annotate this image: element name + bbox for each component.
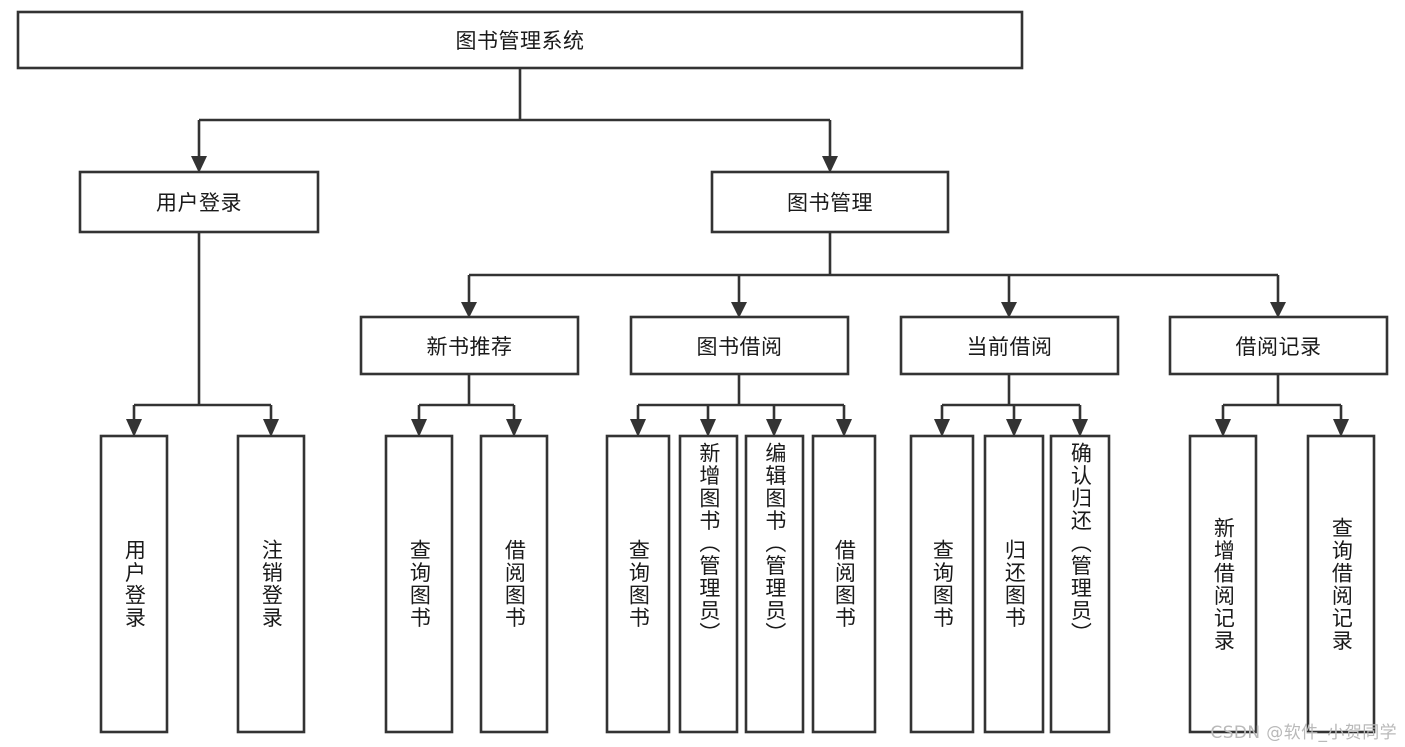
- connector-group-current-borrow-to-leaves: [934, 374, 1088, 437]
- arrowhead-leaf-query-borrow-record: [1333, 419, 1349, 437]
- connector-group-borrow-record-to-leaves: [1215, 374, 1349, 437]
- node-box-current-borrow[interactable]: [899, 315, 1120, 376]
- watermark-text: CSDN @软件_小贺同学: [1210, 723, 1397, 743]
- node-box-leaf-borrow-book-2[interactable]: [811, 434, 877, 734]
- arrowhead-leaf-edit-book: [766, 419, 782, 437]
- arrowhead-book-borrow: [731, 302, 747, 318]
- arrowhead-borrow-record: [1270, 302, 1286, 318]
- arrowhead-leaf-logout: [263, 419, 279, 437]
- node-box-leaf-logout[interactable]: [236, 434, 306, 734]
- node-box-leaf-return-book[interactable]: [983, 434, 1045, 734]
- arrowhead-leaf-add-borrow-record: [1215, 419, 1231, 437]
- node-box-leaf-borrow-book-1[interactable]: [479, 434, 549, 734]
- node-box-new-book-recommend[interactable]: [359, 315, 580, 376]
- node-box-borrow-record[interactable]: [1168, 315, 1389, 376]
- node-box-leaf-query-borrow-record[interactable]: [1306, 434, 1376, 734]
- connector-group-user-login-to-leaves: [126, 232, 279, 437]
- arrowhead-user-login: [191, 156, 207, 173]
- node-box-leaf-add-book[interactable]: [678, 434, 739, 734]
- arrowhead-leaf-query-book-3: [934, 419, 950, 437]
- node-box-user-login[interactable]: [78, 170, 320, 234]
- node-box-leaf-user-login[interactable]: [99, 434, 169, 734]
- connector-group-book-manage-to-level3: [461, 232, 1286, 318]
- connector-group-root-to-level2: [191, 68, 838, 173]
- node-box-book-borrow[interactable]: [629, 315, 850, 376]
- node-box-book-manage[interactable]: [710, 170, 950, 234]
- arrowhead-leaf-borrow-book-1: [506, 419, 522, 437]
- node-box-root[interactable]: [16, 10, 1024, 70]
- node-box-leaf-query-book-1[interactable]: [384, 434, 454, 734]
- arrowhead-current-borrow: [1001, 302, 1017, 318]
- connector-group-new-book-recommend-to-leaves: [411, 374, 522, 437]
- node-box-leaf-add-borrow-record[interactable]: [1188, 434, 1258, 734]
- node-box-leaf-edit-book[interactable]: [744, 434, 805, 734]
- arrowhead-leaf-return-book: [1006, 419, 1022, 437]
- connector-group-book-borrow-to-leaves: [630, 374, 852, 437]
- arrowhead-new-book-recommend: [461, 302, 477, 318]
- arrowhead-leaf-query-book-2: [630, 419, 646, 437]
- node-box-leaf-query-book-3[interactable]: [909, 434, 975, 734]
- arrowhead-leaf-user-login: [126, 419, 142, 437]
- arrowhead-leaf-query-book-1: [411, 419, 427, 437]
- arrowhead-leaf-add-book: [700, 419, 716, 437]
- node-box-leaf-query-book-2[interactable]: [605, 434, 671, 734]
- arrowhead-book-manage: [822, 156, 838, 173]
- arrowhead-leaf-borrow-book-2: [836, 419, 852, 437]
- node-box-leaf-confirm-return[interactable]: [1049, 434, 1111, 734]
- arrowhead-leaf-confirm-return: [1072, 419, 1088, 437]
